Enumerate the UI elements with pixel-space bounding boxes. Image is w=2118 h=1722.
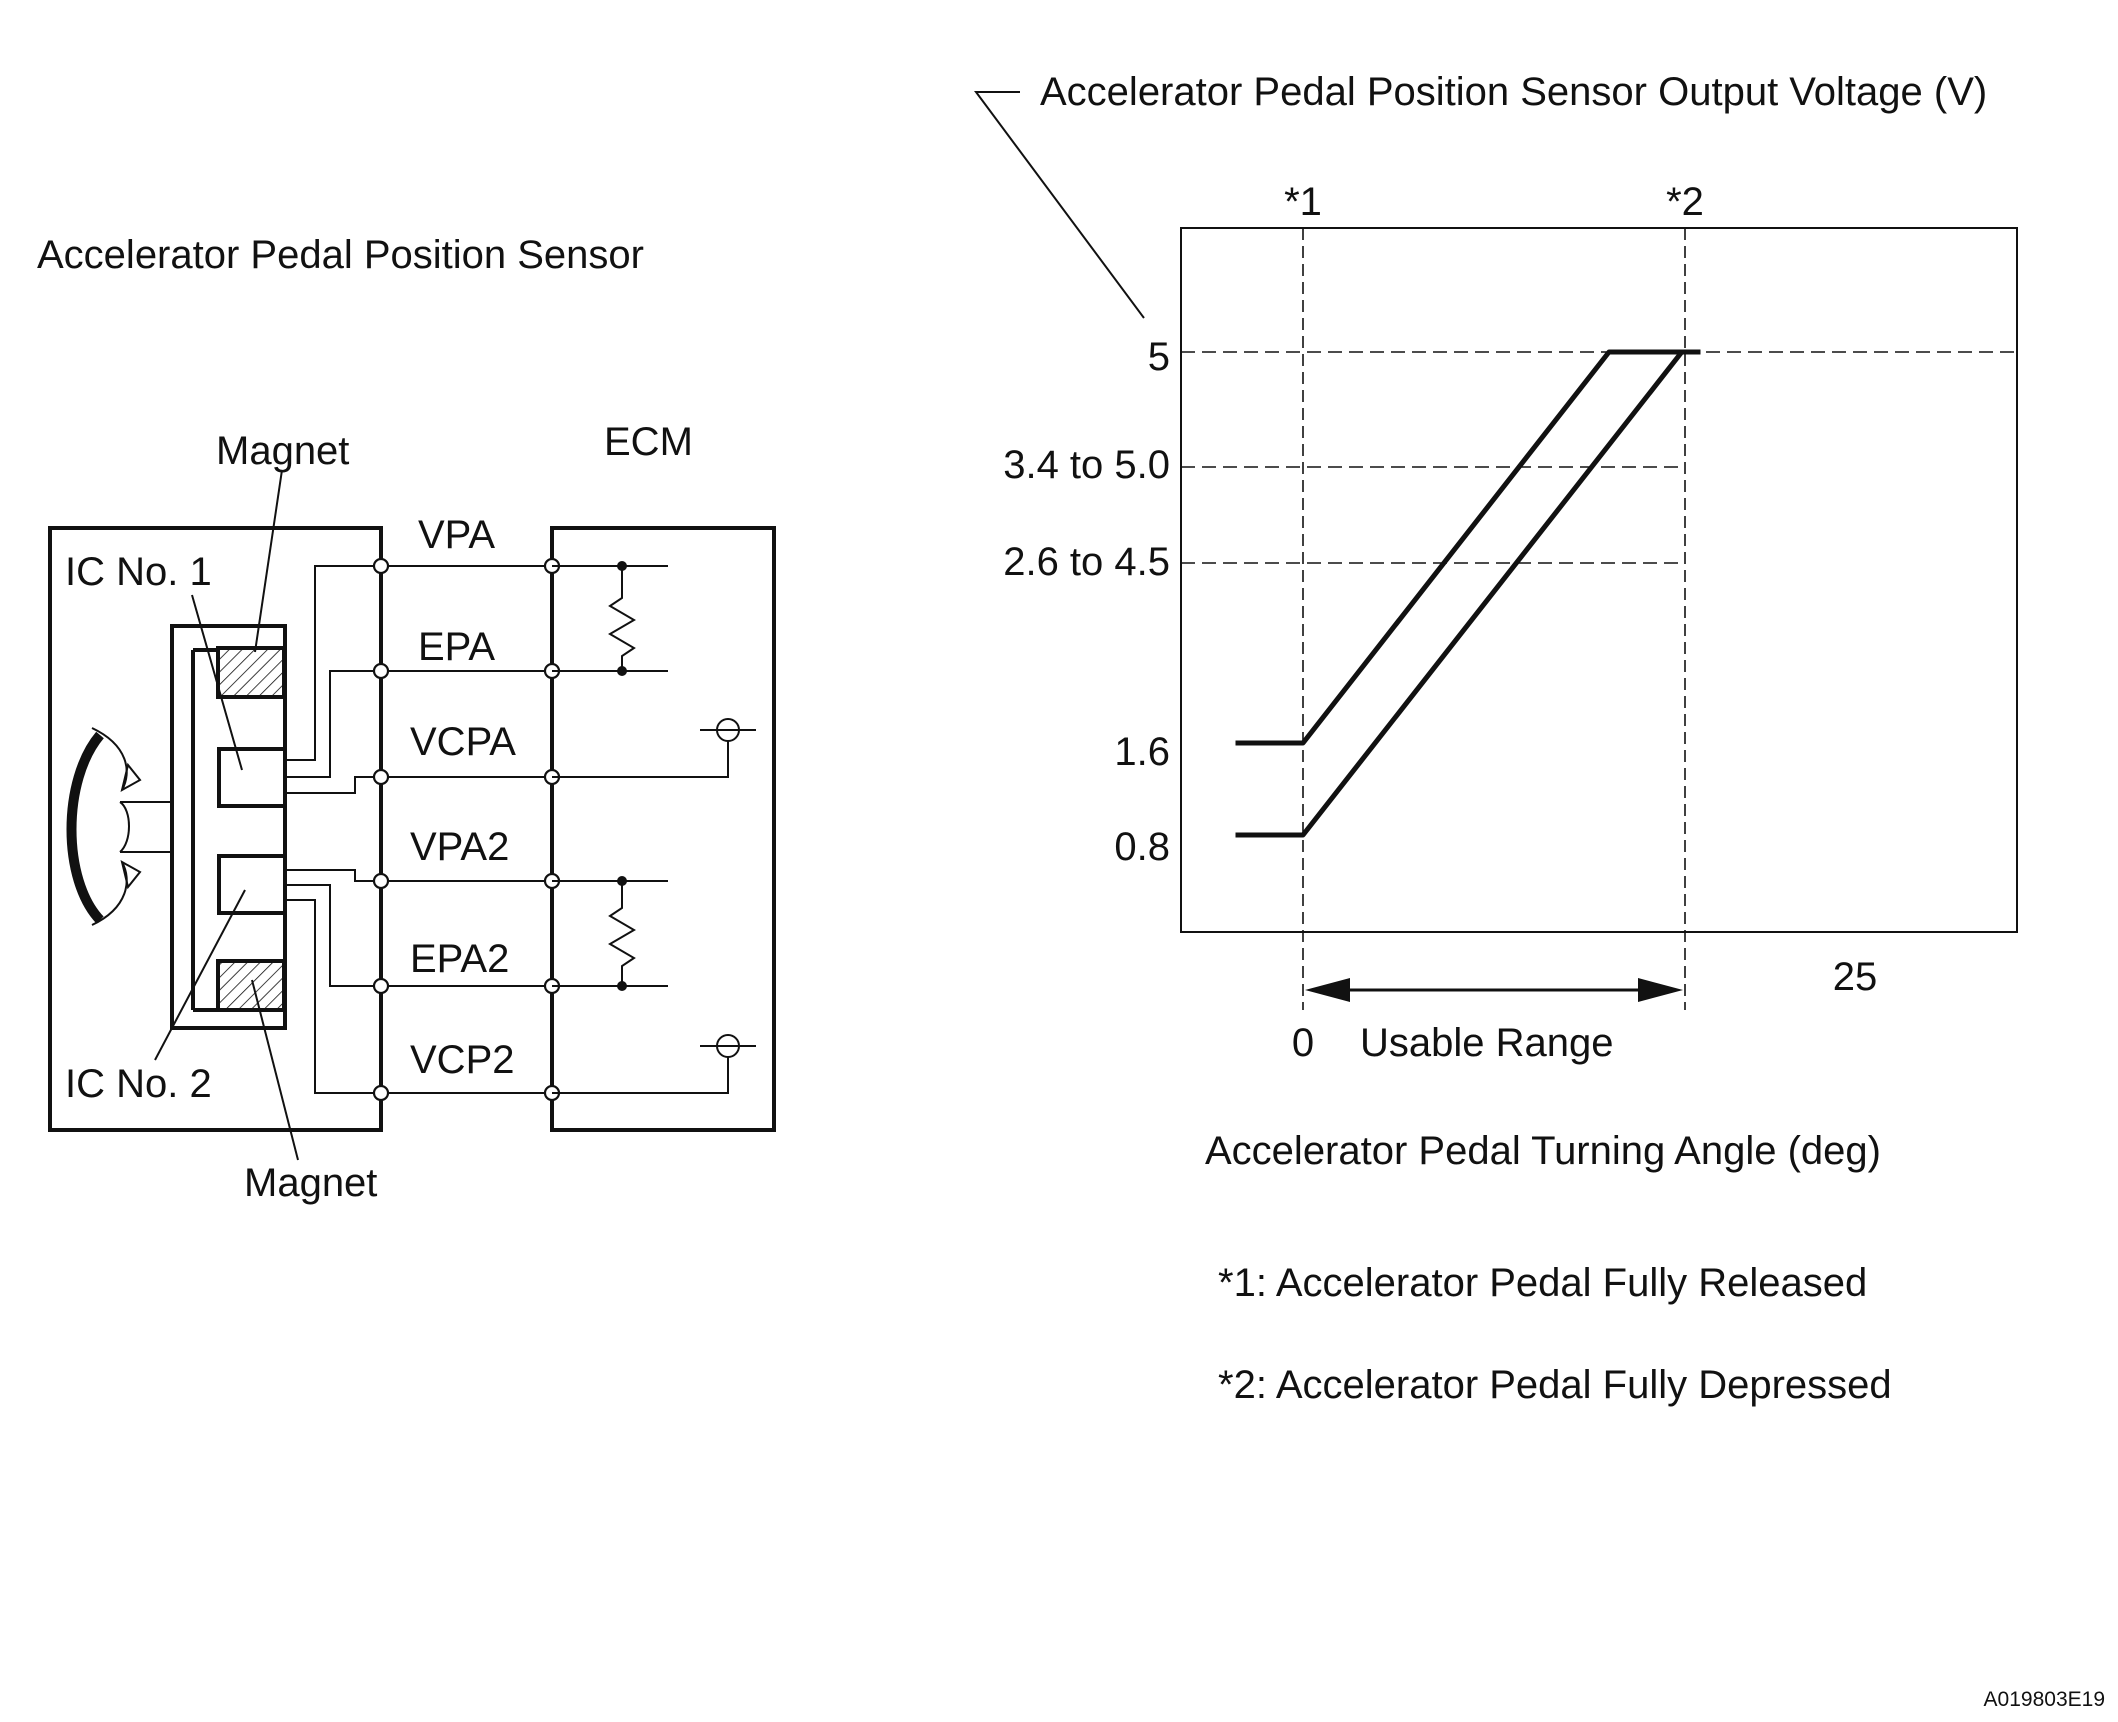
ic1-label: IC No. 1 — [65, 550, 212, 594]
harness-wires — [381, 565, 552, 1094]
ic2-label: IC No. 2 — [65, 1062, 212, 1106]
y-axis-title: Accelerator Pedal Position Sensor Output… — [1040, 70, 1987, 114]
ic-wiring — [285, 565, 381, 1094]
rotor-bracket — [170, 624, 287, 1030]
y-axis-title-leader — [974, 91, 1145, 319]
terminal-vcp2-label: VCP2 — [410, 1038, 515, 1082]
ecm-internal-circuit — [552, 561, 756, 1094]
series-line-2 — [1235, 349, 1701, 838]
terminal-epa2-label: EPA2 — [410, 937, 509, 981]
magnet-top-label: Magnet — [216, 429, 349, 473]
ecm-box — [550, 526, 776, 1132]
plot-frame — [1180, 227, 2018, 933]
marker-depressed-label: *2 — [1666, 180, 1704, 224]
magnet-top — [216, 646, 286, 699]
y-tick-label: 5 — [1148, 335, 1170, 379]
terminal-vpa2-label: VPA2 — [410, 825, 509, 869]
figure-code: A019803E19 — [1984, 1688, 2105, 1711]
y-tick-label: 0.8 — [1114, 825, 1170, 869]
ecm-label: ECM — [604, 420, 693, 464]
terminal-epa-label: EPA — [418, 625, 495, 669]
footnote-released: *1: Accelerator Pedal Fully Released — [1218, 1261, 1867, 1305]
magnet-bottom-label: Magnet — [244, 1161, 377, 1205]
reference-lines — [1181, 228, 2017, 1010]
y-tick-label: 2.6 to 4.5 — [1003, 540, 1170, 584]
x-axis-title: Accelerator Pedal Turning Angle (deg) — [1205, 1129, 1881, 1173]
terminal-vpa-label: VPA — [418, 513, 495, 557]
sensor-housing — [48, 526, 383, 1132]
y-tick-label: 1.6 — [1114, 730, 1170, 774]
voltage-chart: Accelerator Pedal Position Sensor Output… — [974, 70, 2018, 1173]
usable-range-arrow — [1305, 978, 1683, 1002]
sensor-circuit-diagram: Accelerator Pedal Position Sensor ECM Ma — [37, 233, 776, 1205]
x-tick-label: 0 — [1292, 1021, 1314, 1065]
marker-released-label: *1 — [1284, 180, 1322, 224]
ic-no-2 — [217, 854, 287, 915]
rotation-arrows-icon — [66, 727, 172, 926]
terminal-vcpa-label: VCPA — [410, 720, 516, 764]
series-layer — [1235, 349, 1701, 838]
usable-range-label: Usable Range — [1360, 1021, 1614, 1065]
footnote-depressed: *2: Accelerator Pedal Fully Depressed — [1218, 1363, 1892, 1407]
terminal-nodes — [372, 557, 561, 1102]
ic-no-1 — [217, 747, 287, 808]
y-tick-label: 3.4 to 5.0 — [1003, 443, 1170, 487]
magnet-bottom — [216, 959, 286, 1012]
sensor-title: Accelerator Pedal Position Sensor — [37, 233, 644, 277]
series-line-1 — [1235, 349, 1701, 746]
x-tick-label: 25 — [1833, 955, 1878, 999]
